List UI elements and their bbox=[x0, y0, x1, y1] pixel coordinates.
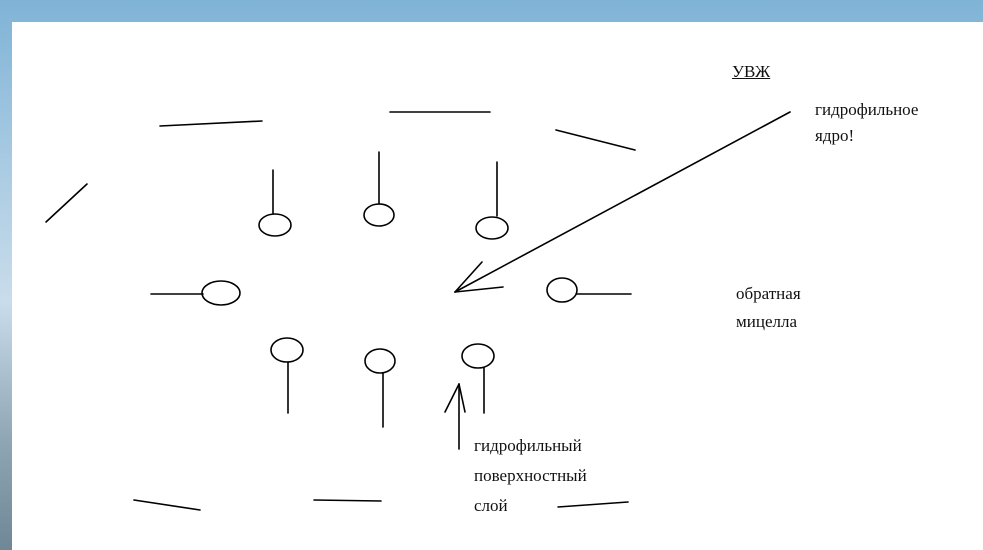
free-molecule-5 bbox=[133, 499, 201, 511]
free-molecule-3 bbox=[555, 129, 636, 151]
surfactant-bottom-2 bbox=[364, 348, 396, 428]
surface-label-line3: слой bbox=[474, 496, 508, 515]
heading-label: УВЖ bbox=[732, 62, 771, 81]
free-molecule-1 bbox=[159, 120, 263, 127]
diagram-canvas bbox=[12, 22, 983, 550]
surfactant-right bbox=[546, 277, 632, 303]
surfactant-top-3 bbox=[475, 161, 509, 240]
surface-label-line2: поверхностный bbox=[474, 466, 587, 485]
surface-arrow bbox=[444, 383, 466, 450]
core-label-line2: ядро! bbox=[815, 126, 855, 145]
surfactant-bottom-1 bbox=[270, 337, 304, 414]
core-arrow bbox=[454, 111, 791, 293]
surfactant-bottom-3 bbox=[461, 343, 495, 414]
surfactant-left bbox=[150, 280, 241, 306]
surface-label-line1: гидрофильный bbox=[474, 436, 582, 455]
micelle-label-line1: обратная bbox=[736, 284, 801, 303]
free-molecule-6 bbox=[313, 499, 382, 502]
surfactant-top-1 bbox=[258, 169, 292, 237]
free-molecule-4 bbox=[45, 183, 88, 223]
surfactant-top-2 bbox=[363, 151, 395, 227]
core-label-line1: гидрофильное bbox=[815, 100, 919, 119]
micelle-label-line2: мицелла bbox=[736, 312, 798, 331]
free-molecule-7 bbox=[557, 501, 629, 508]
